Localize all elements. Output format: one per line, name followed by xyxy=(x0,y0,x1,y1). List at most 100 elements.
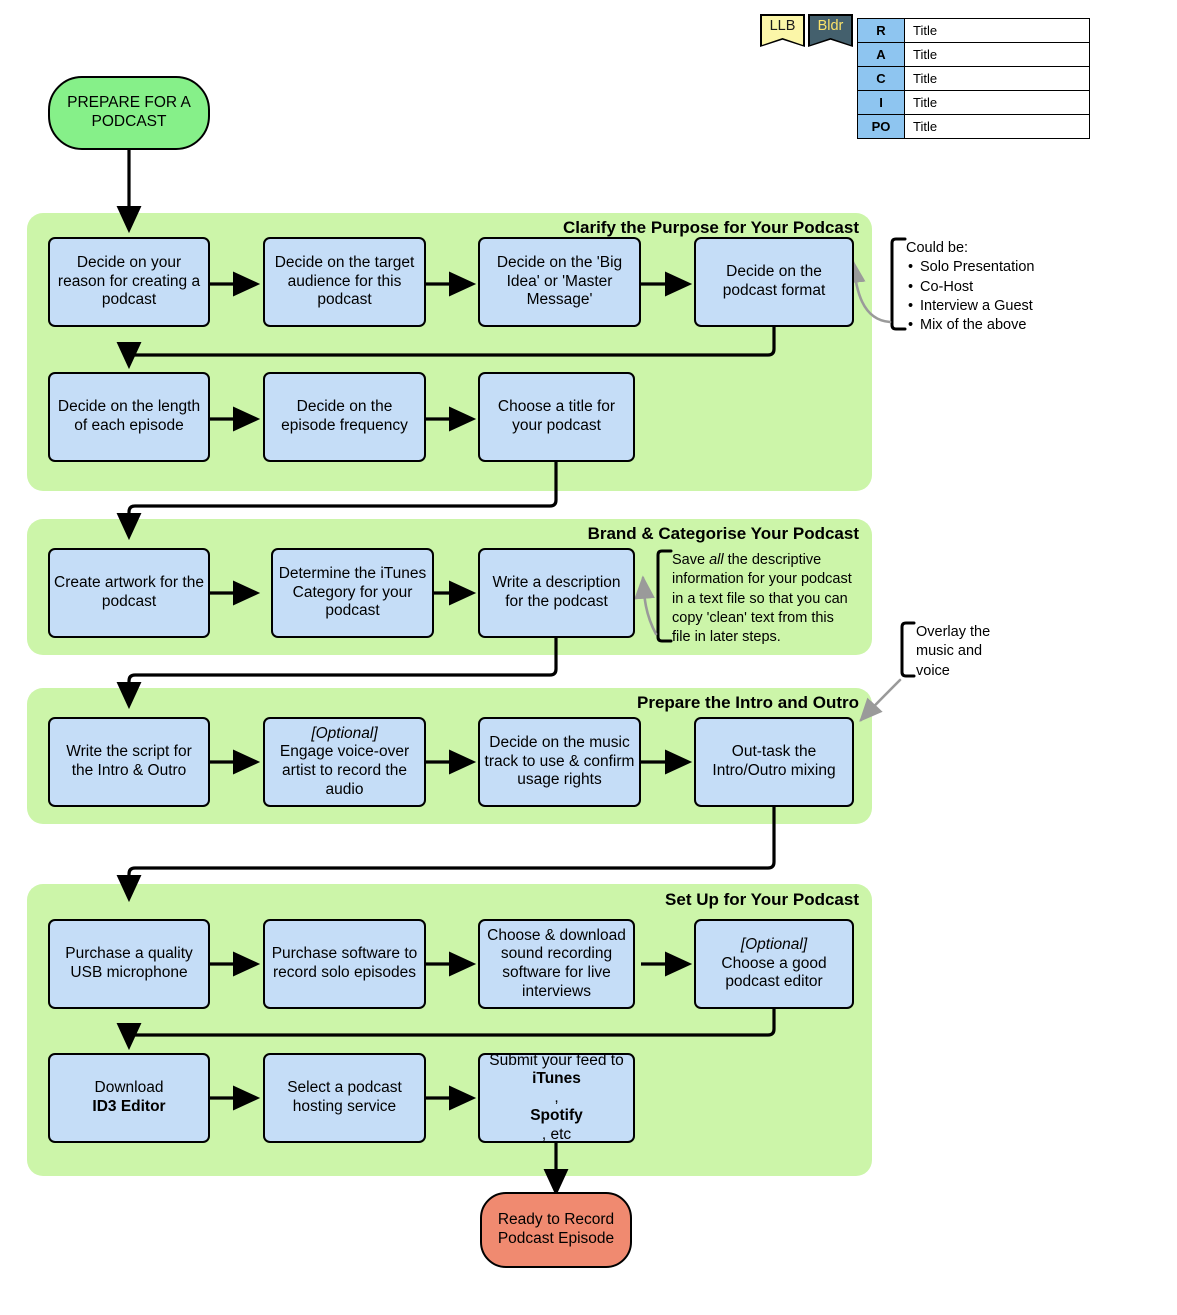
annotation-line: in a text file so that you can xyxy=(672,590,848,607)
node-label: Decide on the podcast format xyxy=(722,263,826,299)
tag-bldr-label: Bldr xyxy=(817,18,844,34)
annotation-line: copy 'clean' text from this xyxy=(672,609,834,626)
annotation-line-pre: Save xyxy=(672,552,710,568)
raci-key: I xyxy=(857,90,905,115)
raci-value[interactable]: Title xyxy=(904,66,1090,91)
node-label: Write a description for the podcast xyxy=(492,574,621,610)
lane-title-brand: Brand & Categorise Your Podcast xyxy=(587,524,859,543)
node-engage-voiceover[interactable]: [Optional] Engage voice-over artist to r… xyxy=(263,717,426,807)
annotation-list-item: Co-Host xyxy=(908,278,1034,298)
annotation-list: Solo Presentation Co-Host Interview a Gu… xyxy=(906,258,1035,336)
node-label-p1: Submit your feed to xyxy=(489,1051,624,1069)
node-decide-audience[interactable]: Decide on the target audience for this p… xyxy=(263,237,426,327)
node-label-p2: , xyxy=(554,1088,559,1106)
node-label-b1: iTunes xyxy=(532,1070,581,1088)
node-decide-format[interactable]: Decide on the podcast format xyxy=(694,237,854,327)
raci-value[interactable]: Title xyxy=(904,18,1090,43)
node-label: Create artwork for the podcast xyxy=(54,574,204,610)
annotation-save-descriptive: Save all the descriptive information for… xyxy=(672,551,852,647)
annotation-heading: Could be: xyxy=(906,240,969,256)
node-label: Choose & download sound recording softwa… xyxy=(487,926,626,1000)
node-label-rest: Choose a good podcast editor xyxy=(721,954,827,991)
lane-title-setup: Set Up for Your Podcast xyxy=(665,890,859,909)
annotation-line-em: all xyxy=(709,552,724,568)
node-label: Decide on the music track to use & confi… xyxy=(484,734,635,789)
tag-llb-body: LLB xyxy=(762,16,803,45)
node-download-recording-software[interactable]: Choose & download sound recording softwa… xyxy=(478,919,635,1009)
end-node[interactable]: Ready to Record Podcast Episode xyxy=(480,1192,632,1268)
tag-llb-label: LLB xyxy=(769,18,796,34)
node-music-track[interactable]: Decide on the music track to use & confi… xyxy=(478,717,641,807)
tag-llb[interactable]: LLB xyxy=(760,14,805,47)
node-label: Select a podcast hosting service xyxy=(287,1079,402,1115)
node-create-artwork[interactable]: Create artwork for the podcast xyxy=(48,548,210,638)
raci-key: A xyxy=(857,42,905,67)
optional-tag: [Optional] xyxy=(311,724,378,742)
start-node[interactable]: PREPARE FOR A PODCAST xyxy=(48,76,210,150)
node-label: Decide on the episode frequency xyxy=(281,398,408,434)
table-row[interactable]: R Title xyxy=(857,18,1090,43)
start-node-label: PREPARE FOR A PODCAST xyxy=(67,94,191,130)
raci-table: R Title A Title C Title I Title PO Title xyxy=(857,18,1090,139)
annotation-line: Overlay the xyxy=(916,624,991,640)
node-decide-frequency[interactable]: Decide on the episode frequency xyxy=(263,372,426,462)
node-label: Decide on the target audience for this p… xyxy=(274,254,415,309)
node-write-script[interactable]: Write the script for the Intro & Outro xyxy=(48,717,210,807)
node-choose-editor[interactable]: [Optional] Choose a good podcast editor xyxy=(694,919,854,1009)
node-purchase-software[interactable]: Purchase software to record solo episode… xyxy=(263,919,426,1009)
node-decide-length[interactable]: Decide on the length of each episode xyxy=(48,372,210,462)
annotation-line: voice xyxy=(916,662,950,679)
node-label-p3: , etc xyxy=(541,1125,572,1143)
node-hosting-service[interactable]: Select a podcast hosting service xyxy=(263,1053,426,1143)
annotation-list-item: Mix of the above xyxy=(908,316,1034,336)
annotation-list-item: Solo Presentation xyxy=(908,258,1035,278)
node-submit-feed[interactable]: Submit your feed to iTunes, Spotify, etc xyxy=(478,1052,635,1145)
node-label: Determine the iTunes Category for your p… xyxy=(278,565,427,620)
node-label: Decide on the 'Big Idea' or 'Master Mess… xyxy=(496,254,623,309)
annotation-overlay-music: Overlay the music and voice xyxy=(916,623,990,681)
optional-tag: [Optional] xyxy=(740,936,808,954)
raci-value[interactable]: Title xyxy=(904,42,1090,67)
annotation-line: information for your podcast xyxy=(672,571,852,588)
node-label: Purchase software to record solo episode… xyxy=(271,945,418,981)
lane-title-intro: Prepare the Intro and Outro xyxy=(637,693,859,712)
table-row[interactable]: C Title xyxy=(857,66,1090,91)
node-label: [Optional] Engage voice-over artist to r… xyxy=(269,725,420,799)
node-label-plain: Download xyxy=(94,1079,164,1097)
annotation-line: Save all the descriptive xyxy=(672,551,852,570)
node-label: [Optional] Choose a good podcast editor xyxy=(700,936,848,992)
node-label: Choose a title for your podcast xyxy=(497,398,616,434)
raci-value[interactable]: Title xyxy=(904,90,1090,115)
node-label-b2: Spotify xyxy=(530,1107,583,1125)
annotation-line-post: the descriptive xyxy=(723,552,822,568)
node-decide-big-idea[interactable]: Decide on the 'Big Idea' or 'Master Mess… xyxy=(478,237,641,327)
table-row[interactable]: A Title xyxy=(857,42,1090,67)
table-row[interactable]: PO Title xyxy=(857,114,1090,139)
node-usb-microphone[interactable]: Purchase a quality USB microphone xyxy=(48,919,210,1009)
node-label: Out-task the Intro/Outro mixing xyxy=(712,743,836,779)
node-label: Purchase a quality USB microphone xyxy=(65,945,193,981)
node-label: Submit your feed to iTunes, Spotify, etc xyxy=(489,1052,623,1145)
annotation-format-options: Could be: Solo Presentation Co-Host Inte… xyxy=(906,239,1035,336)
node-label: Decide on the length of each episode xyxy=(57,398,201,434)
annotation-list-item: Interview a Guest xyxy=(908,297,1034,317)
tag-bldr[interactable]: Bldr xyxy=(808,14,853,47)
node-label-rest: Engage voice-over artist to record the a… xyxy=(279,743,410,798)
node-write-description[interactable]: Write a description for the podcast xyxy=(478,548,635,638)
node-download-id3-editor[interactable]: Download ID3 Editor xyxy=(48,1053,210,1143)
lane-title-clarify: Clarify the Purpose for Your Podcast xyxy=(563,218,859,237)
raci-value[interactable]: Title xyxy=(904,114,1090,139)
annotation-line: music and xyxy=(916,643,983,660)
tag-bldr-body: Bldr xyxy=(810,16,851,45)
raci-key: C xyxy=(857,66,905,91)
node-decide-reason[interactable]: Decide on your reason for creating a pod… xyxy=(48,237,210,327)
raci-key: PO xyxy=(857,114,905,139)
table-row[interactable]: I Title xyxy=(857,90,1090,115)
node-outtask-mixing[interactable]: Out-task the Intro/Outro mixing xyxy=(694,717,854,807)
node-choose-title[interactable]: Choose a title for your podcast xyxy=(478,372,635,462)
node-label: Write the script for the Intro & Outro xyxy=(66,743,192,779)
node-label-bold: ID3 Editor xyxy=(92,1098,166,1115)
node-itunes-category[interactable]: Determine the iTunes Category for your p… xyxy=(271,548,434,638)
end-node-label: Ready to Record Podcast Episode xyxy=(497,1211,615,1247)
